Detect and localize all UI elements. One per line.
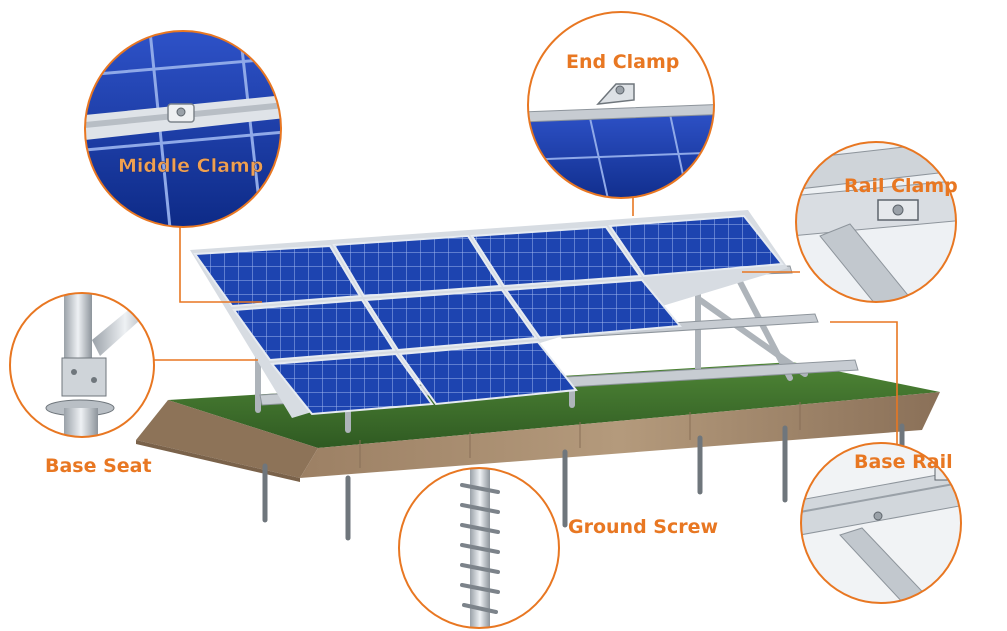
leader-base-rail: [830, 321, 898, 448]
label-middle-clamp: Middle Clamp: [118, 155, 263, 177]
callout-middle-clamp: [84, 30, 282, 228]
label-ground-screw: Ground Screw: [568, 516, 718, 538]
callout-rail-clamp: [795, 141, 957, 303]
label-base-seat: Base Seat: [45, 455, 152, 477]
ground-screws: [262, 423, 905, 541]
callout-ground-screw: [398, 467, 560, 629]
leader-middle-clamp: [179, 224, 262, 303]
ground-platform: [136, 362, 940, 482]
label-end-clamp: End Clamp: [566, 51, 679, 73]
callout-base-rail: [800, 442, 962, 604]
leader-lines: [152, 196, 898, 448]
solar-array: [190, 210, 788, 418]
label-base-rail: Base Rail: [854, 451, 953, 473]
callout-end-clamp: [527, 11, 715, 199]
label-rail-clamp: Rail Clamp: [844, 175, 958, 197]
callout-base-seat: [9, 292, 155, 438]
callout-labels: Middle Clamp End Clamp Rail Clamp Base S…: [45, 51, 958, 538]
